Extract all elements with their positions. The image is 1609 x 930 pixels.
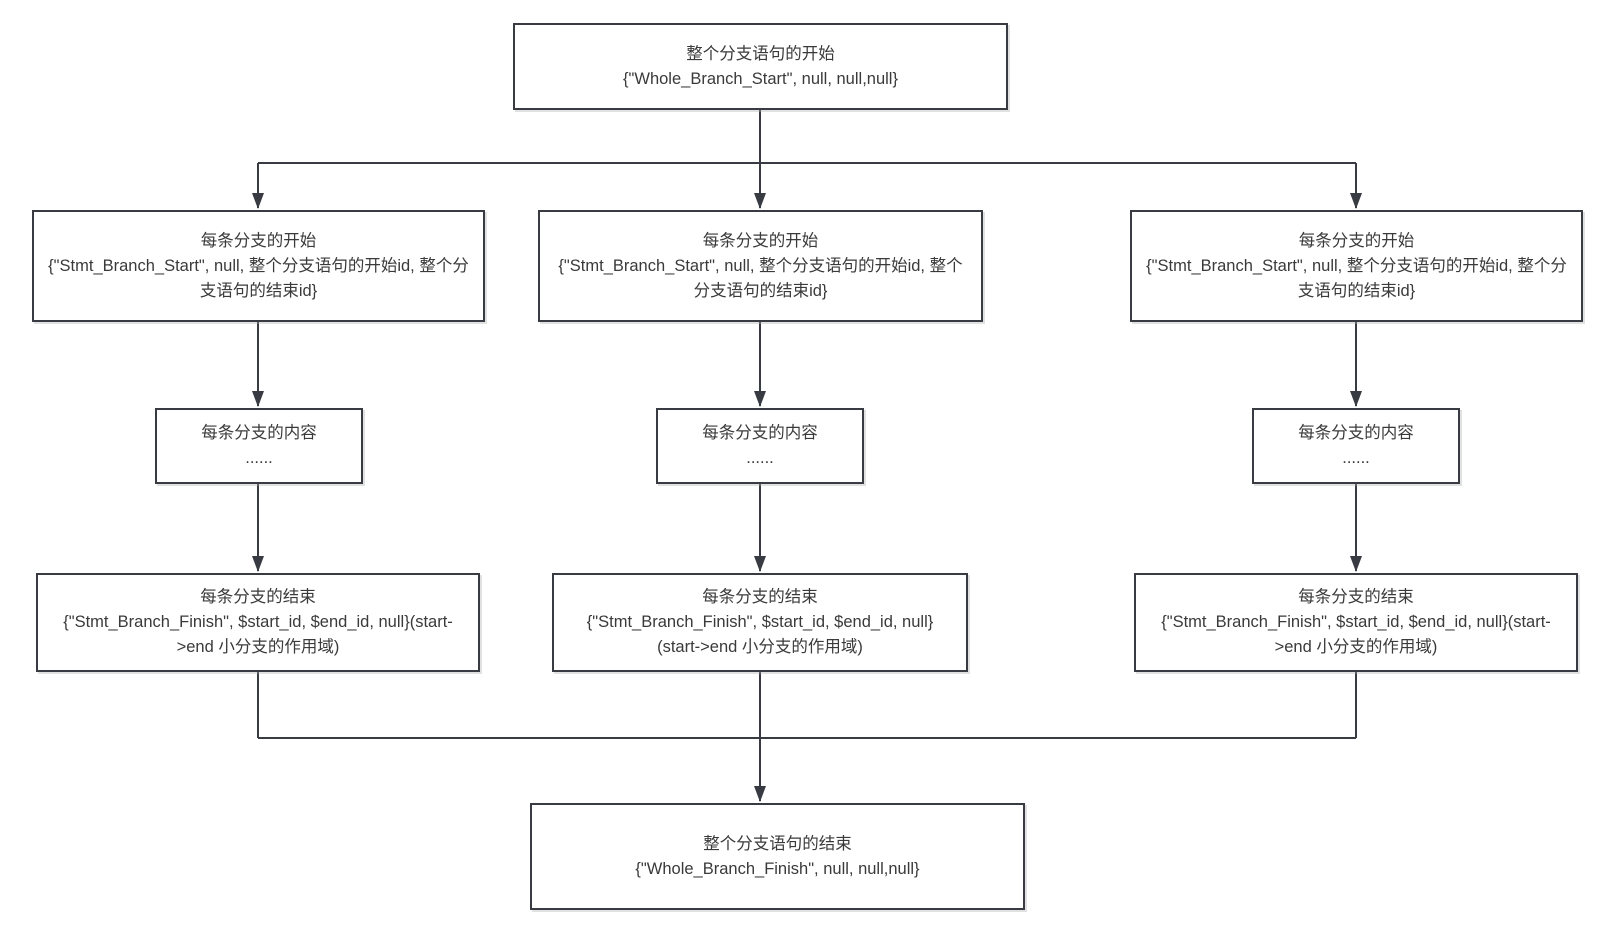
- node-code: {"Whole_Branch_Start", null, null,null}: [623, 69, 898, 88]
- node-branch-2-start: 每条分支的开始 {"Stmt_Branch_Start", null, 整个分支…: [538, 210, 983, 322]
- node-branch-2-finish: 每条分支的结束 {"Stmt_Branch_Finish", $start_id…: [552, 573, 968, 672]
- node-branch-1-finish: 每条分支的结束 {"Stmt_Branch_Finish", $start_id…: [36, 573, 480, 672]
- node-title: 每条分支的开始: [1298, 231, 1415, 250]
- node-code: {"Stmt_Branch_Start", null, 整个分支语句的开始id,…: [48, 256, 469, 300]
- node-branch-3-finish: 每条分支的结束 {"Stmt_Branch_Finish", $start_id…: [1134, 573, 1578, 672]
- node-code: {"Stmt_Branch_Finish", $start_id, $end_i…: [1161, 613, 1551, 656]
- node-title: 整个分支语句的开始: [686, 44, 835, 63]
- node-branch-2-content: 每条分支的内容 ......: [656, 408, 864, 484]
- node-title: 每条分支的内容: [702, 424, 818, 442]
- node-title: 每条分支的开始: [200, 231, 317, 250]
- node-branch-1-start: 每条分支的开始 {"Stmt_Branch_Start", null, 整个分支…: [32, 210, 485, 322]
- node-title: 整个分支语句的结束: [703, 834, 852, 853]
- node-title: 每条分支的内容: [1298, 424, 1414, 442]
- node-title: 每条分支的开始: [702, 231, 819, 250]
- node-whole-branch-start: 整个分支语句的开始 {"Whole_Branch_Start", null, n…: [513, 23, 1008, 110]
- node-title: 每条分支的结束: [702, 588, 818, 606]
- node-code: ......: [1342, 449, 1370, 467]
- node-code: {"Stmt_Branch_Finish", $start_id, $end_i…: [586, 613, 934, 656]
- node-code: ......: [245, 449, 273, 467]
- node-code: {"Stmt_Branch_Start", null, 整个分支语句的开始id,…: [558, 256, 963, 300]
- node-title: 每条分支的结束: [1298, 588, 1414, 606]
- node-branch-1-content: 每条分支的内容 ......: [155, 408, 363, 484]
- node-branch-3-start: 每条分支的开始 {"Stmt_Branch_Start", null, 整个分支…: [1130, 210, 1583, 322]
- node-code: {"Stmt_Branch_Finish", $start_id, $end_i…: [63, 613, 453, 656]
- node-title: 每条分支的内容: [201, 424, 317, 442]
- node-code: {"Stmt_Branch_Start", null, 整个分支语句的开始id,…: [1146, 256, 1567, 300]
- node-title: 每条分支的结束: [200, 588, 316, 606]
- node-branch-3-content: 每条分支的内容 ......: [1252, 408, 1460, 484]
- node-code: {"Whole_Branch_Finish", null, null,null}: [635, 859, 920, 878]
- node-whole-branch-finish: 整个分支语句的结束 {"Whole_Branch_Finish", null, …: [530, 803, 1025, 910]
- node-code: ......: [746, 449, 774, 467]
